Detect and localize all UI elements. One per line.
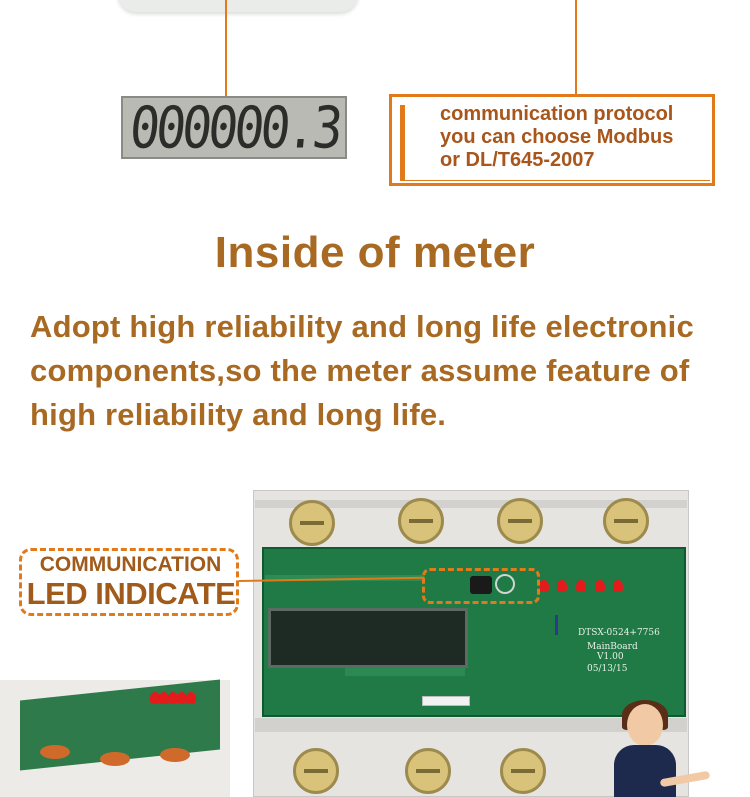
pcb-model-marking: DTSX-0524+7756 [578, 628, 660, 638]
pcb-board-marking: MainBoard [587, 642, 638, 652]
pcb-date-marking: 05/13/15 [587, 664, 628, 674]
terminal-screw [293, 748, 339, 794]
led-highlight-box [422, 568, 540, 604]
leader-line-protocol [575, 0, 577, 95]
description-line-3: high reliability and long life. [30, 397, 447, 432]
status-led [576, 580, 586, 592]
pcb-component [555, 615, 558, 635]
status-led [539, 580, 549, 592]
terminal-screw [405, 748, 451, 794]
thumbnail-led-row [150, 692, 196, 704]
terminal-screw [497, 498, 543, 544]
status-led [613, 580, 623, 592]
section-title: Inside of meter [214, 228, 536, 277]
protocol-callout-text: communication protocol you can choose Mo… [440, 103, 710, 172]
pcb-pad [495, 574, 515, 594]
terminal-screw [500, 748, 546, 794]
thumbnail-transformer [100, 752, 130, 766]
pcb-lcd-window [268, 608, 468, 668]
thumbnail-transformer [40, 745, 70, 759]
communication-led-callout [19, 548, 239, 616]
terminal-screw [289, 500, 335, 546]
housing-rib-top [255, 500, 687, 508]
callout-line-2: LED INDICATE [26, 576, 236, 611]
protocol-callout-panel [405, 100, 711, 180]
ir-sensor [470, 576, 492, 594]
thumbnail-led [177, 692, 187, 704]
callout-line-1: COMMUNICATION [39, 553, 222, 576]
terminal-screw [398, 498, 444, 544]
housing-rib-bottom [255, 718, 687, 732]
lcd-display: 000000.3 [121, 94, 347, 161]
status-led [557, 580, 567, 592]
description-line-2: components,so the meter assume feature o… [30, 353, 690, 388]
description-paragraph: Adopt high reliability and long life ele… [30, 305, 730, 437]
thumbnail-led [186, 692, 196, 704]
pcb-chip-row [345, 668, 465, 676]
thumbnail-led [150, 692, 160, 704]
thumbnail-transformer [160, 748, 190, 762]
meter-housing-top [118, 0, 358, 12]
protocol-line-1: communication protocol [440, 103, 674, 125]
presenter-figure-head [627, 704, 663, 746]
leader-line-lcd [225, 0, 227, 96]
terminal-screw [603, 498, 649, 544]
presenter-figure-body [614, 745, 676, 797]
protocol-line-2: you can choose Modbus [440, 126, 674, 148]
description-line-1: Adopt high reliability and long life ele… [30, 309, 694, 344]
protocol-line-3: or DL/T645-2007 [440, 149, 595, 171]
pcb-connector [422, 696, 470, 706]
status-led [595, 580, 605, 592]
thumbnail-led [159, 692, 169, 704]
lcd-reading: 000000.3 [126, 94, 342, 161]
thumbnail-led [168, 692, 178, 704]
pcb-version-marking: V1.00 [597, 652, 624, 662]
